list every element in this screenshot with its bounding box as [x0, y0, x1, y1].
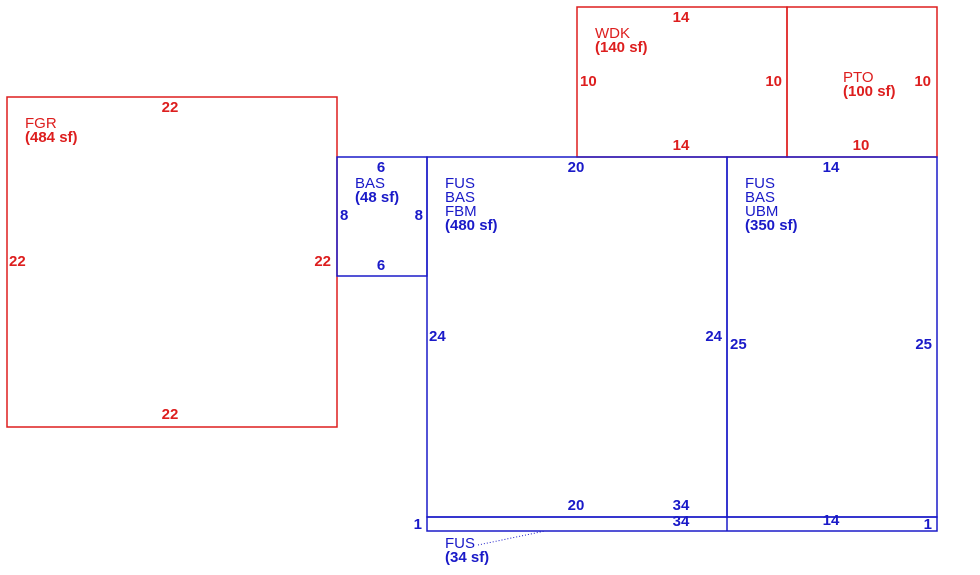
- main-code-3: FBM: [445, 203, 477, 220]
- strip-dim-top: 34: [673, 497, 690, 514]
- main-code-1: FUS: [445, 175, 475, 192]
- right-code-2: BAS: [745, 189, 775, 206]
- strip-dim-left: 1: [414, 516, 422, 533]
- fgr-outline: [6, 96, 338, 428]
- wdk-size: (140 sf): [595, 39, 648, 56]
- right-code-1: FUS: [745, 175, 775, 192]
- wdk-dim-right: 10: [765, 73, 782, 90]
- bas-dim-right: 8: [415, 207, 423, 224]
- fgr-dim-bottom: 22: [162, 406, 179, 423]
- wdk-code: WDK: [595, 25, 630, 42]
- strip-leader-line: [477, 530, 546, 546]
- main-size: (480 sf): [445, 217, 498, 234]
- pto-size: (100 sf): [843, 83, 896, 100]
- right-dim-left: 25: [730, 336, 747, 353]
- main-dim-left: 24: [429, 328, 446, 345]
- bas-dim-left: 8: [340, 207, 348, 224]
- bas-code: BAS: [355, 175, 385, 192]
- bas-size: (48 sf): [355, 189, 399, 206]
- strip-dim-segment: 14: [823, 512, 840, 529]
- wdk-dim-top: 14: [673, 9, 690, 26]
- wdk-dim-left: 10: [580, 73, 597, 90]
- fgr-dim-top: 22: [162, 99, 179, 116]
- pto-dim-right: 10: [914, 73, 931, 90]
- fgr-code: FGR: [25, 115, 57, 132]
- right-dim-top: 14: [823, 159, 840, 176]
- bas-dim-bottom: 6: [377, 257, 385, 274]
- strip-dim-right: 1: [924, 516, 932, 533]
- bas-dim-top: 6: [377, 159, 385, 176]
- right-dim-right: 25: [915, 336, 932, 353]
- main-dim-bottom: 20: [568, 497, 585, 514]
- main-dim-right: 24: [705, 328, 722, 345]
- strip-outline: [426, 516, 938, 532]
- strip-dim-bottom: 34: [673, 513, 690, 530]
- strip-code: FUS: [445, 535, 475, 552]
- right-size: (350 sf): [745, 217, 798, 234]
- pto-dim-bottom: 10: [853, 137, 870, 154]
- pto-code: PTO: [843, 69, 874, 86]
- main-code-2: BAS: [445, 189, 475, 206]
- wdk-dim-bottom: 14: [673, 137, 690, 154]
- right-code-3: UBM: [745, 203, 778, 220]
- fgr-dim-left: 22: [9, 253, 26, 270]
- fgr-dim-right: 22: [314, 253, 331, 270]
- strip-size: (34 sf): [445, 549, 489, 566]
- fgr-size: (484 sf): [25, 129, 78, 146]
- main-dim-top: 20: [568, 159, 585, 176]
